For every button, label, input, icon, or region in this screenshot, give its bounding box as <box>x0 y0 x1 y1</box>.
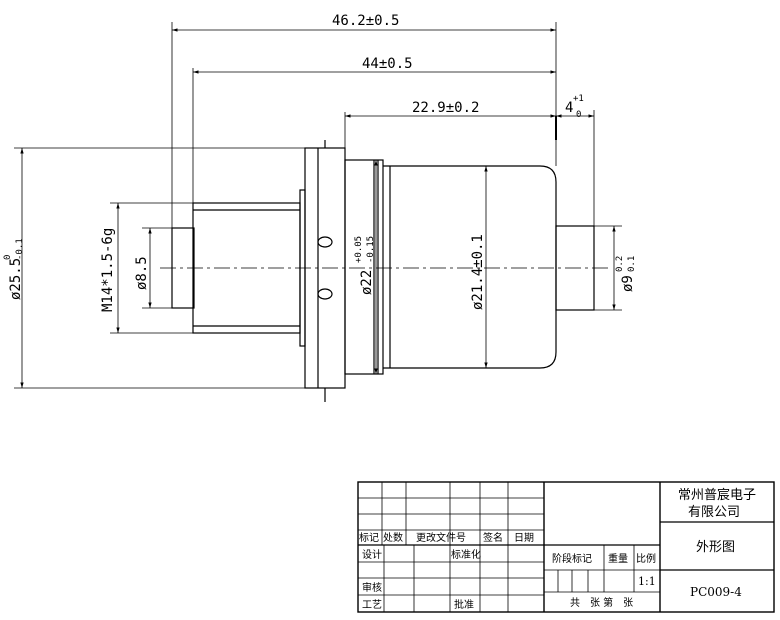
dim-stub-dia-upper: 0.2 <box>615 256 625 272</box>
tb-label-weight: 重量 <box>608 552 628 565</box>
dim-collar-dia-upper: +0.05 <box>354 236 364 263</box>
dim-stub-dia-lower: 0.1 <box>627 256 637 272</box>
dim-flange-dia-upper: 0 <box>3 255 13 260</box>
tb-label-date: 日期 <box>514 532 534 544</box>
tb-label-count: 处数 <box>383 531 403 544</box>
tb-company-line2: 有限公司 <box>688 505 740 520</box>
dim-rear-length: 22.9±0.2 <box>412 100 479 116</box>
tb-label-standardize: 标准化 <box>451 548 481 561</box>
title-block <box>357 481 775 613</box>
dim-stub-length-upper: +1 <box>573 94 584 104</box>
tb-label-change-doc: 更改文件号 <box>416 531 466 544</box>
dimension-lines <box>14 22 622 389</box>
dim-stub-length: 4 <box>565 100 573 116</box>
tb-scale: 1:1 <box>638 575 656 588</box>
flange-slot-upper <box>317 236 333 248</box>
dim-body-dia: ø21.4±0.1 <box>470 234 486 310</box>
tb-company-line1: 常州普宸电子 <box>678 487 756 503</box>
tb-drawing-number: PC009-4 <box>690 585 742 599</box>
dim-overall-length: 46.2±0.5 <box>332 13 399 29</box>
dim-flange-dia: ø25.5 <box>8 258 24 300</box>
tb-label-stage-mark: 阶段标记 <box>552 552 592 565</box>
tb-label-process: 工艺 <box>362 599 382 611</box>
dim-stub-length-lower: 0 <box>576 110 581 120</box>
flange-slot-lower <box>317 288 333 300</box>
tb-label-sheets: 共 张 第 张 <box>570 596 633 609</box>
tb-label-design: 设计 <box>362 548 382 561</box>
dim-flange-dia-lower: -0.1 <box>15 238 25 260</box>
dim-inner-dia: ø8.5 <box>134 256 150 290</box>
collar <box>344 159 384 375</box>
tb-drawing-name: 外形图 <box>696 540 735 555</box>
tb-label-ratio: 比例 <box>636 552 656 565</box>
dim-body-length: 44±0.5 <box>362 56 413 72</box>
dim-thread: M14*1.5-6g <box>100 228 116 312</box>
dim-collar-dia: ø22 <box>359 270 375 295</box>
tb-label-signature: 签名 <box>483 531 503 544</box>
part-outline <box>171 140 595 402</box>
tb-label-approve: 批准 <box>454 598 474 611</box>
dim-collar-dia-lower: -0.15 <box>366 236 376 263</box>
tb-label-mark: 标记 <box>359 532 379 544</box>
dim-stub-dia: ø9 <box>620 275 636 292</box>
tb-label-review: 审核 <box>362 581 382 594</box>
